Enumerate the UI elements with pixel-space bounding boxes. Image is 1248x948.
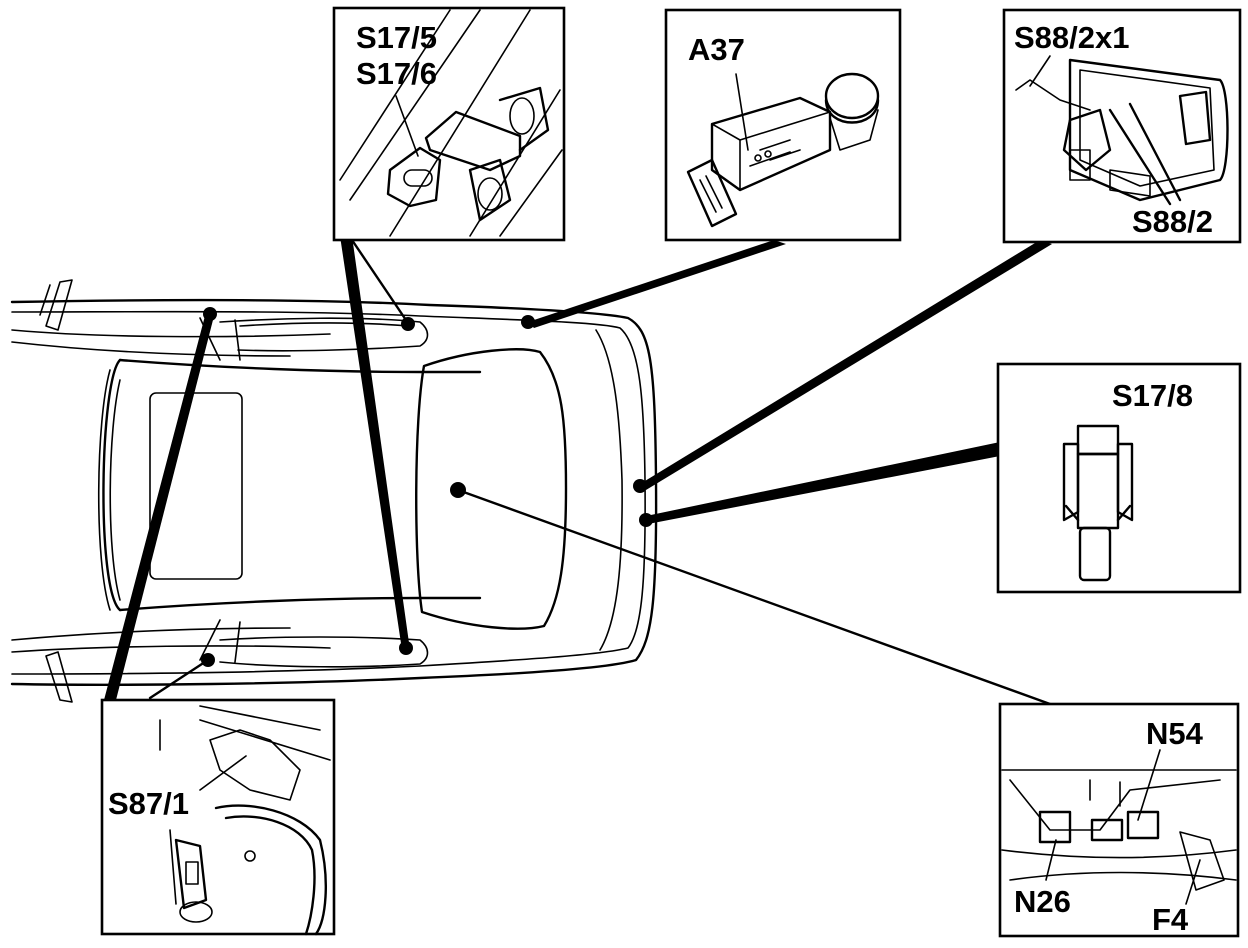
label-s17-5: S17/5 bbox=[356, 20, 437, 55]
location-dots bbox=[201, 307, 653, 667]
label-s88-2: S88/2 bbox=[1132, 204, 1213, 239]
leader-a37 bbox=[528, 240, 786, 328]
dot-n54 bbox=[450, 482, 466, 498]
panel-s87-1: S87/1 bbox=[100, 698, 336, 936]
label-s87-1: S87/1 bbox=[108, 786, 189, 821]
leader-s17-5-s17-6 bbox=[340, 236, 410, 650]
label-n26: N26 bbox=[1014, 884, 1071, 919]
label-n54: N54 bbox=[1146, 716, 1204, 751]
panel-a37: A37 bbox=[664, 8, 902, 242]
car-top-view bbox=[10, 279, 658, 703]
leader-n54-n26-f4 bbox=[456, 488, 1052, 706]
panel-s88-2: S88/2x1 S88/2 bbox=[1002, 8, 1242, 244]
leader-s88-2x1 bbox=[640, 240, 1052, 490]
panel-s17-5-s17-6: S17/5 S17/6 bbox=[332, 6, 566, 242]
panel-s17-8: S17/8 bbox=[996, 362, 1242, 594]
dot-s87-1 bbox=[201, 653, 215, 667]
label-a37: A37 bbox=[688, 32, 745, 67]
label-s88-2x1: S88/2x1 bbox=[1014, 20, 1130, 55]
dot-s17-8 bbox=[639, 513, 653, 527]
dot-s17-6 bbox=[399, 641, 413, 655]
panel-n54-n26-f4: N54 N26 F4 bbox=[998, 702, 1240, 938]
leader-s17-8 bbox=[646, 442, 1000, 524]
dot-a37 bbox=[521, 315, 535, 329]
dot-s88-2 bbox=[633, 479, 647, 493]
leader-s87-1 bbox=[104, 312, 214, 700]
callout-leaders bbox=[104, 236, 1052, 706]
label-s17-6: S17/6 bbox=[356, 56, 437, 91]
label-f4: F4 bbox=[1152, 902, 1189, 937]
label-s17-8: S17/8 bbox=[1112, 378, 1193, 413]
dot-s87-1-upper bbox=[203, 307, 217, 321]
dot-s17-5 bbox=[401, 317, 415, 331]
